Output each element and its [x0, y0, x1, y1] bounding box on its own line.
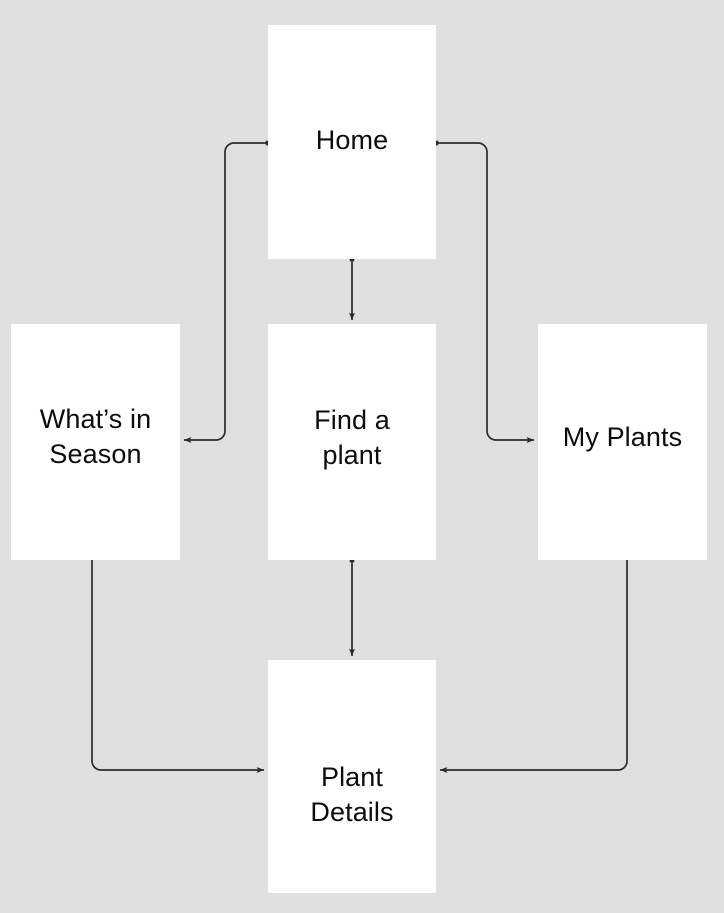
- node-find-a-plant-label: Find a plant: [314, 405, 390, 470]
- node-home-label: Home: [315, 124, 389, 155]
- node-whats-in-season[interactable]: What’s in Season: [11, 324, 180, 560]
- edge-home-to-season: [183, 140, 271, 443]
- node-plant-details[interactable]: Plant Details: [268, 660, 436, 893]
- edge-myplants-to-details: [439, 560, 628, 773]
- edge-season-to-details: [91, 560, 265, 773]
- node-home[interactable]: Home: [268, 25, 436, 259]
- node-my-plants[interactable]: My Plants: [538, 324, 707, 560]
- node-whats-in-season-label: What’s in Season: [39, 404, 152, 469]
- node-plant-details-label: Plant Details: [310, 761, 394, 827]
- node-find-a-plant[interactable]: Find a plant: [268, 324, 436, 560]
- edge-home-to-myplants: [433, 140, 535, 443]
- node-my-plants-label: My Plants: [562, 421, 683, 452]
